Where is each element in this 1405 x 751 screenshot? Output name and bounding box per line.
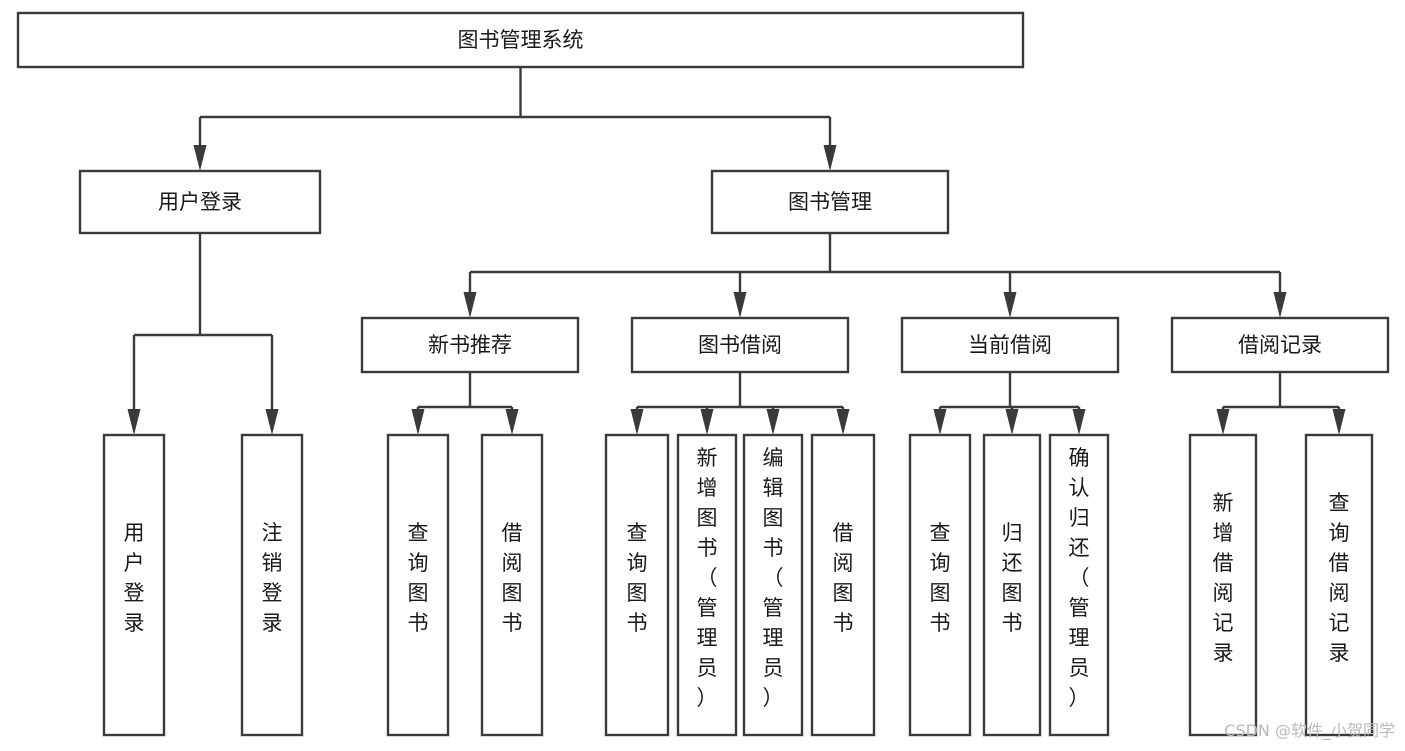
node-leaf-book-borrow-2-label: 编辑图书（管理员） [763, 446, 784, 710]
node-level3-0-box[interactable] [360, 316, 580, 374]
book_borrow-leaf-branch-3-arrowhead [836, 409, 850, 435]
node-leaf-book-borrow-1-box[interactable] [676, 433, 738, 737]
node-leaf-current-borrow-0-box[interactable] [908, 433, 972, 737]
node-leaf-book-borrow-2[interactable]: 编辑图书（管理员） [742, 433, 804, 737]
node-level3-2[interactable]: 当前借阅 [900, 316, 1120, 374]
node-leaf-current-borrow-2-label: 确认归还（管理员） [1069, 446, 1090, 710]
node-root-label: 图书管理系统 [458, 28, 584, 52]
level2-branch-0-arrowhead [193, 145, 207, 171]
node-leaf-user-login-1[interactable]: 注销登录 [240, 433, 304, 737]
node-leaf-user-login-0-label: 用户登录 [124, 521, 145, 635]
node-level2-1-box[interactable] [710, 169, 950, 235]
node-leaf-book-borrow-0-box[interactable] [604, 433, 670, 737]
node-level3-0-label: 新书推荐 [428, 333, 512, 357]
node-leaf-current-borrow-2[interactable]: 确认归还（管理员） [1048, 433, 1110, 737]
node-level3-3[interactable]: 借阅记录 [1170, 316, 1390, 374]
node-level2-1[interactable]: 图书管理 [710, 169, 950, 235]
node-level3-2-label: 当前借阅 [968, 333, 1052, 357]
level3-branch-2-arrowhead [1003, 292, 1017, 318]
node-level3-1[interactable]: 图书借阅 [630, 316, 850, 374]
level3-branch-3-arrowhead [1273, 292, 1287, 318]
current_borrow-leaf-branch-2-arrowhead [1072, 409, 1086, 435]
node-level3-2-box[interactable] [900, 316, 1120, 374]
book_borrow-leaf-branch-0-arrowhead [630, 409, 644, 435]
node-leaf-current-borrow-1-label: 归还图书 [1002, 521, 1023, 635]
current_borrow-leaf-branch-1-arrowhead [1005, 409, 1019, 435]
node-leaf-user-login-1-label: 注销登录 [262, 521, 283, 635]
node-leaf-book-borrow-1[interactable]: 新增图书（管理员） [676, 433, 738, 737]
node-leaf-new-book-recommend-0-label: 查询图书 [408, 521, 429, 635]
node-leaf-current-borrow-1-box[interactable] [982, 433, 1042, 737]
node-leaf-new-book-recommend-0-box[interactable] [386, 433, 450, 737]
user-login-leaf-branch-0-arrowhead [127, 409, 141, 435]
node-leaf-book-borrow-1-label: 新增图书（管理员） [697, 446, 718, 710]
new_book_recommend-leaf-branch-1-arrowhead [505, 409, 519, 435]
node-leaf-new-book-recommend-0[interactable]: 查询图书 [386, 433, 450, 737]
new_book_recommend-leaf-branch-0-arrowhead [411, 409, 425, 435]
node-leaf-borrow-record-0[interactable]: 新增借阅记录 [1188, 433, 1258, 737]
node-leaf-user-login-0[interactable]: 用户登录 [102, 433, 166, 737]
node-leaf-book-borrow-3[interactable]: 借阅图书 [810, 433, 876, 737]
node-leaf-borrow-record-0-box[interactable] [1188, 433, 1258, 737]
node-leaf-book-borrow-3-label: 借阅图书 [833, 521, 854, 635]
node-leaf-new-book-recommend-1-box[interactable] [480, 433, 544, 737]
node-leaf-user-login-1-box[interactable] [240, 433, 304, 737]
user-login-leaf-branch-1-arrowhead [265, 409, 279, 435]
node-leaf-borrow-record-1-label: 查询借阅记录 [1329, 491, 1350, 665]
node-leaf-borrow-record-1-box[interactable] [1304, 433, 1374, 737]
node-leaf-book-borrow-2-box[interactable] [742, 433, 804, 737]
node-leaf-book-borrow-3-box[interactable] [810, 433, 876, 737]
node-level2-0-label: 用户登录 [158, 190, 242, 214]
book_borrow-leaf-branch-1-arrowhead [700, 409, 714, 435]
node-root[interactable]: 图书管理系统 [16, 11, 1025, 69]
node-level2-0-box[interactable] [78, 169, 322, 235]
node-leaf-new-book-recommend-1-label: 借阅图书 [502, 521, 523, 635]
node-root-box[interactable] [16, 11, 1025, 69]
level2-branch-1-arrowhead [823, 145, 837, 171]
current_borrow-leaf-branch-0-arrowhead [933, 409, 947, 435]
node-leaf-borrow-record-0-label: 新增借阅记录 [1213, 491, 1234, 665]
node-level3-1-box[interactable] [630, 316, 850, 374]
node-level2-1-label: 图书管理 [788, 190, 872, 214]
node-level2-0[interactable]: 用户登录 [78, 169, 322, 235]
node-level3-3-box[interactable] [1170, 316, 1390, 374]
node-leaf-borrow-record-1[interactable]: 查询借阅记录 [1304, 433, 1374, 737]
book_borrow-leaf-branch-2-arrowhead [766, 409, 780, 435]
node-leaf-book-borrow-0-label: 查询图书 [627, 521, 648, 635]
node-leaf-new-book-recommend-1[interactable]: 借阅图书 [480, 433, 544, 737]
node-layer: 图书管理系统用户登录图书管理新书推荐图书借阅当前借阅借阅记录用户登录注销登录查询… [16, 11, 1390, 737]
node-leaf-current-borrow-0-label: 查询图书 [930, 521, 951, 635]
node-level3-1-label: 图书借阅 [698, 333, 782, 357]
node-leaf-current-borrow-0[interactable]: 查询图书 [908, 433, 972, 737]
csdn-watermark: CSDN @软件_小贺同学 [1224, 721, 1395, 740]
borrow_record-leaf-branch-1-arrowhead [1332, 409, 1346, 435]
node-leaf-current-borrow-2-box[interactable] [1048, 433, 1110, 737]
borrow_record-leaf-branch-0-arrowhead [1216, 409, 1230, 435]
node-leaf-user-login-0-box[interactable] [102, 433, 166, 737]
node-level3-3-label: 借阅记录 [1238, 333, 1322, 357]
node-leaf-current-borrow-1[interactable]: 归还图书 [982, 433, 1042, 737]
connector-layer [127, 67, 1346, 435]
level3-branch-1-arrowhead [733, 292, 747, 318]
node-level3-0[interactable]: 新书推荐 [360, 316, 580, 374]
node-leaf-book-borrow-0[interactable]: 查询图书 [604, 433, 670, 737]
level3-branch-0-arrowhead [463, 292, 477, 318]
